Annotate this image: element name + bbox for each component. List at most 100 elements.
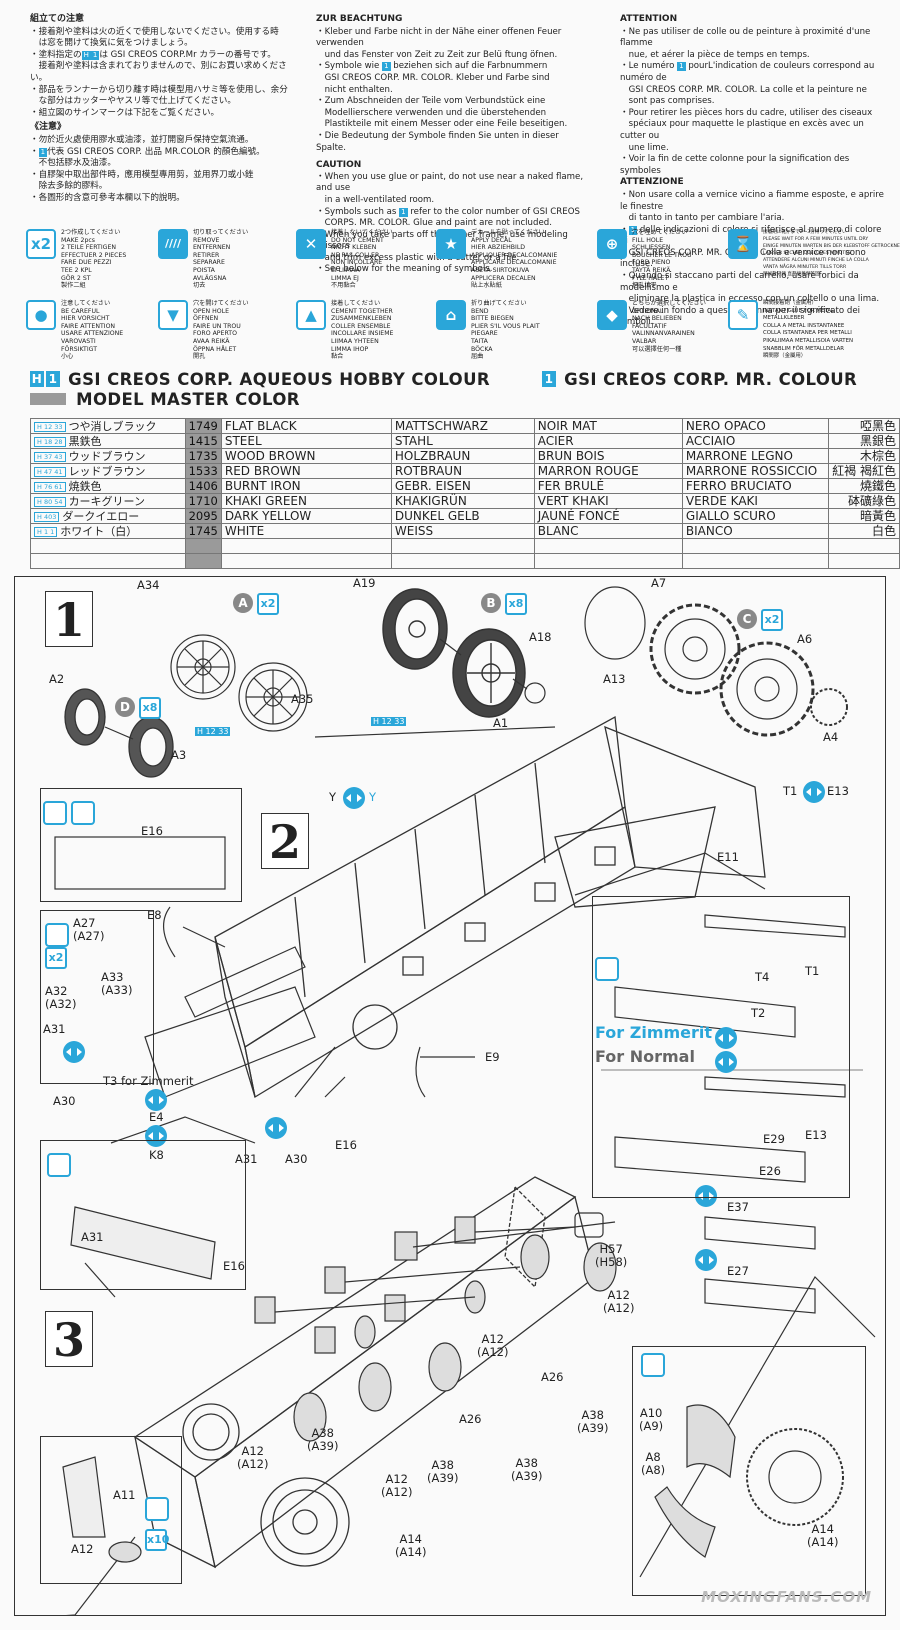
part-label: A34 xyxy=(137,578,160,592)
symbol-remove: //// 切り取ってください REMOVE ENTFERNEN RETIRER … xyxy=(158,229,303,299)
part-label: A4 xyxy=(823,730,839,744)
caution-fr-line: ・Pour retirer les pièces hors du cadre, … xyxy=(620,107,873,118)
part-label: A30 xyxy=(285,1152,308,1166)
assembly-diagram: 1 2 3 A x2 B x8 C x2 D x8 H 12 33 H 12 3… xyxy=(14,576,886,1616)
optional-icon xyxy=(145,1089,167,1111)
part-label: A32 (A32) xyxy=(45,984,77,1011)
symbol-instant-glue: ✎ 瞬間接着剤（金属用） INSTANT GLUE FOR METAL META… xyxy=(728,300,873,370)
watermark: MOXINGFANS.COM xyxy=(701,1588,872,1606)
symbol-cement-together: ▲ 接着してください CEMENT TOGETHER ZUSAMMENKLEBE… xyxy=(296,300,441,370)
caution-it-line: eliminare la plastica in eccesso con un … xyxy=(628,294,880,305)
caution-de-line: ・Die Bedeutung der Symbole finden Sie un… xyxy=(316,130,559,153)
part-label: Y xyxy=(329,790,337,804)
caution-fr-title: ATTENTION xyxy=(620,14,678,24)
part-label: A12 (A12) xyxy=(381,1472,413,1499)
paint-cell-de: MATTSCHWARZ xyxy=(390,418,535,434)
paint-cell-it xyxy=(681,553,830,569)
caution-it-title: ATTENZIONE xyxy=(620,177,684,188)
paint-name-ja: 焼鉄色 xyxy=(68,479,102,493)
part-label: A14 (A14) xyxy=(395,1532,427,1559)
caution-zh-line: ・自膠架中取出部件時，應用模型專用剪，並用界刀或小銼 xyxy=(30,169,254,180)
caution-de-line: ・Zum Abschneiden der Teile vom Verbundst… xyxy=(316,96,546,107)
part-label: A12 (A12) xyxy=(477,1332,509,1359)
paint-header-master: MODEL MASTER COLOR xyxy=(30,390,300,409)
part-label: A12 xyxy=(71,1542,94,1556)
paint-cell-en: RED BROWN xyxy=(220,463,392,479)
assembly-drawing xyxy=(54,586,876,1615)
part-label: E13 xyxy=(805,1128,827,1142)
caution-german-english: ZUR BEACHTUNG ・Kleber und Farbe nicht in… xyxy=(316,14,584,276)
step-number-1: 1 xyxy=(45,591,93,647)
caution-ja-line: ・接着剤や塗料は火の近くで使用しないでください。使用する時 xyxy=(30,26,279,37)
caution-fr-line: GSI CREOS CORP. MR. COLOR. La colle et l… xyxy=(620,84,867,95)
optional-icon xyxy=(715,1051,737,1073)
multiplier-x8: x8 xyxy=(505,593,527,615)
paint-cell-ja xyxy=(30,553,186,569)
option-zimmerit-heading: For Zimmerit xyxy=(595,1023,713,1042)
part-label: A8 (A8) xyxy=(641,1450,666,1477)
optional-icon xyxy=(265,1117,287,1139)
paint-cell-en xyxy=(220,553,392,569)
one-badge: 1 xyxy=(46,371,60,387)
caution-zh-line: 除去多餘的膠料。 xyxy=(30,181,108,192)
paint-cell-num: 1735 xyxy=(184,448,222,464)
paint-name-ja: ホワイト（白） xyxy=(60,524,138,538)
caution-it-line: ・Quando si staccano parti del carrello, … xyxy=(620,271,859,293)
step-number-2: 2 xyxy=(261,813,309,869)
multiplier-x2: x2 xyxy=(45,947,67,969)
decal-icon: ★ xyxy=(436,229,466,259)
symbol-apply-decal: ★ デカールを貼ってください APPLY DECAL HIER ABZIEHBI… xyxy=(436,229,581,299)
part-h57 xyxy=(574,1212,604,1238)
careful-icon xyxy=(43,801,67,825)
optional-icon xyxy=(803,781,825,803)
paint-cell-fr xyxy=(533,553,683,569)
part-label: E16 xyxy=(335,1138,357,1152)
no-cement-icon: ✕ xyxy=(296,229,326,259)
paint-cell-zh: 白色 xyxy=(828,523,900,539)
symbol-open-hole: ▼ 穴を開けてください OPEN HOLE ÖFFNEN FAIRE UN TR… xyxy=(158,300,303,370)
aqueous-title: GSI CREOS CORP. AQUEOUS HOBBY COLOUR xyxy=(68,370,491,389)
make-2-icon: x2 xyxy=(26,229,56,259)
sprocket-a13 xyxy=(649,603,741,695)
optional-icon xyxy=(695,1249,717,1271)
paint-cell-num: 2095 xyxy=(184,508,222,524)
optional-icon xyxy=(343,787,365,809)
paint-cell-en xyxy=(220,538,392,554)
caution-de-line: Plastikteile mit einem Messer oder eine … xyxy=(316,119,568,130)
paint-code: H 80 54 xyxy=(34,496,66,507)
paint-cell-de xyxy=(390,553,535,569)
hub-a1 xyxy=(524,682,546,704)
part-label: A6 xyxy=(797,632,813,646)
paint-cell-zh: 紅褐 褐紅色 xyxy=(828,463,900,479)
optional-icon xyxy=(715,1027,737,1049)
wheel-a18 xyxy=(452,628,526,718)
symbol-make-2: x2 2つ作成してください MAKE 2pcs 2 TEILE FERTIGEN… xyxy=(26,229,171,299)
cut-off-icon: //// xyxy=(158,229,188,259)
part-label: E26 xyxy=(759,1164,781,1178)
caution-en-line: and trim excess plastic with a cutter or… xyxy=(316,252,520,263)
multiplier-x2: x2 xyxy=(257,593,279,615)
paint-cell-num xyxy=(184,538,222,554)
mr-colour-title: GSI CREOS CORP. MR. COLOUR xyxy=(564,370,858,389)
paint-name-ja: レッドブラウン xyxy=(68,464,146,478)
part-label: A11 xyxy=(113,1488,136,1502)
caution-fr-line: une lime. xyxy=(620,142,669,153)
paint-cell-it: FERRO BRUCIATO xyxy=(681,478,830,494)
caution-de-line: Modellierschere verwenden und die überst… xyxy=(316,107,547,118)
paint-cell-zh xyxy=(828,538,900,554)
symbol-text: 瞬間接着剤（金属用） INSTANT GLUE FOR METAL METALL… xyxy=(763,300,854,360)
symbol-wait: ⌛ 接着剤に乾かまで2〜3分待ってください PLEASE WAIT FOR A … xyxy=(728,229,900,299)
caution-en-line: in a well-ventilated room. xyxy=(316,194,435,205)
paint-row xyxy=(30,538,900,554)
part-label: A33 (A33) xyxy=(101,970,133,997)
symbol-text: デカールを貼ってください APPLY DECAL HIER ABZIEHBILD… xyxy=(471,229,558,290)
